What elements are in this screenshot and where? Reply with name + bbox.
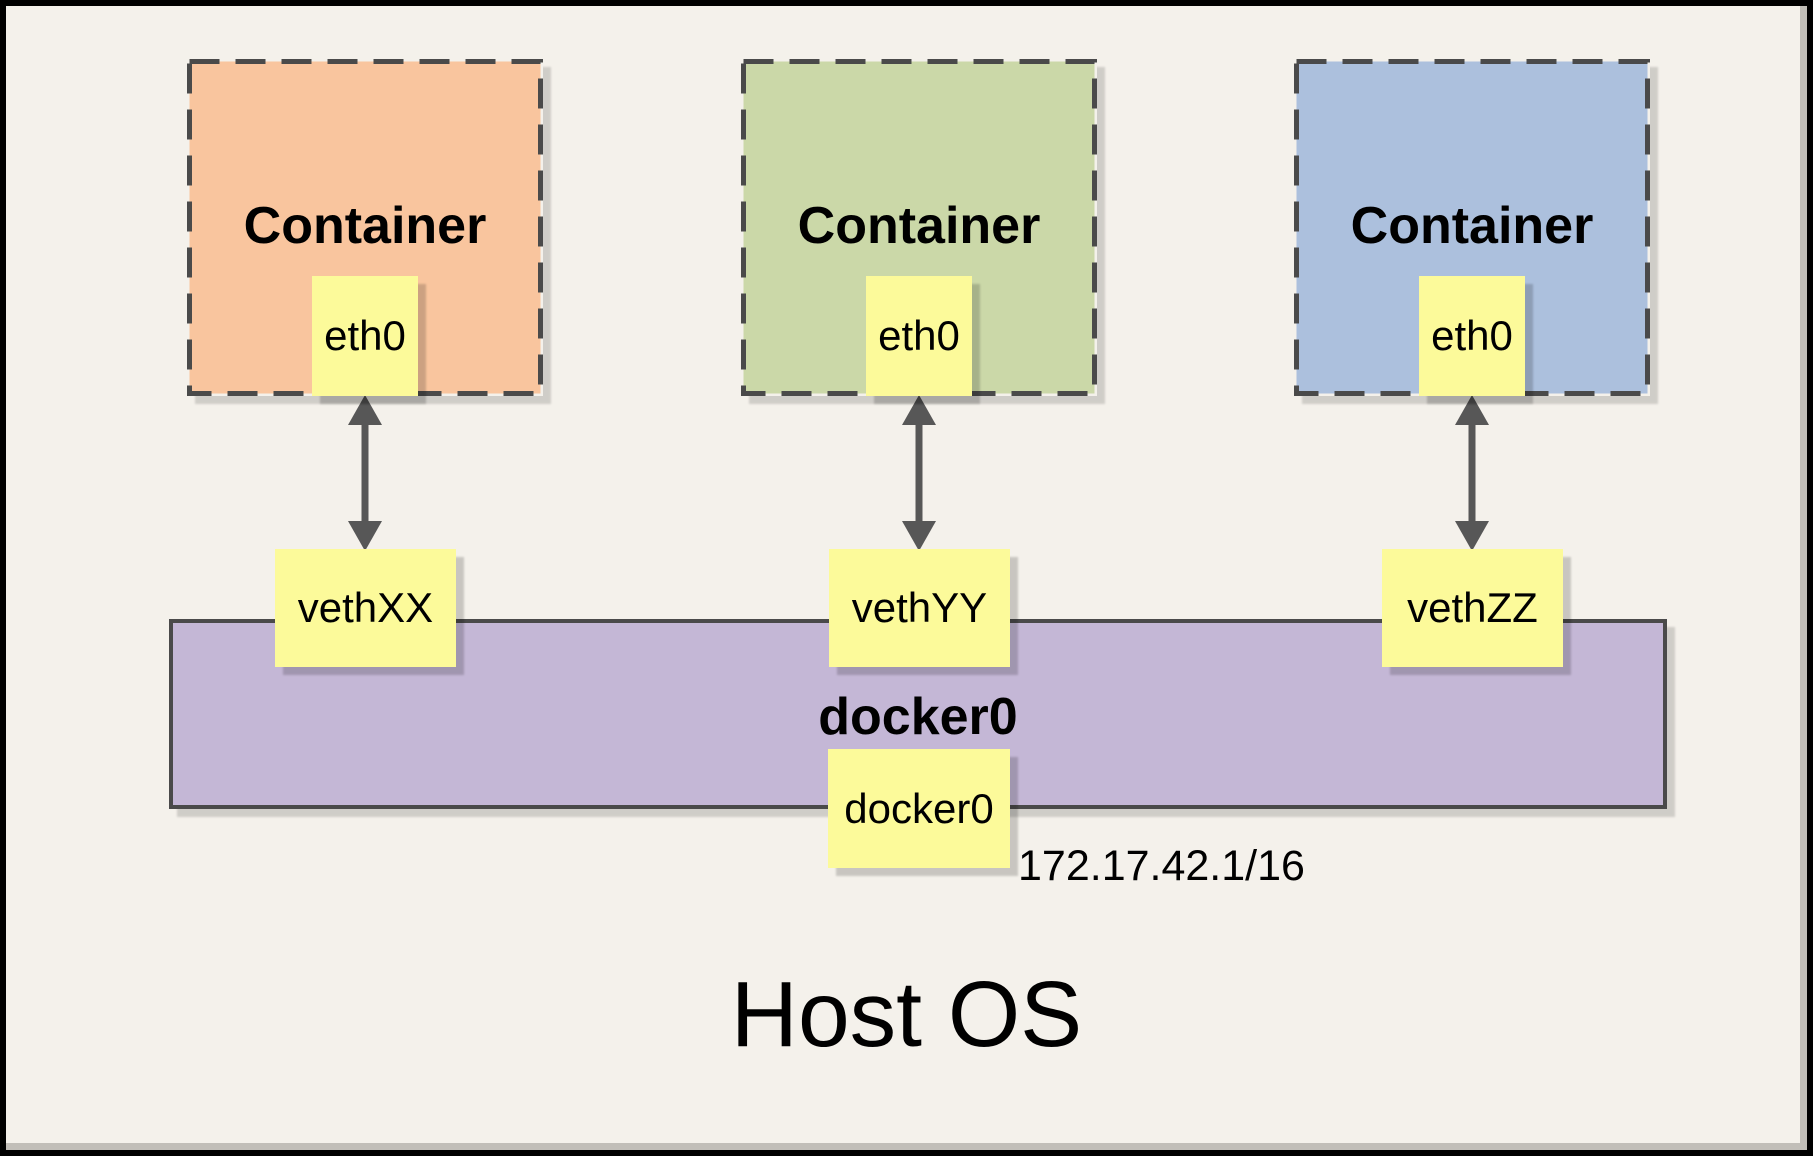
double-arrow-icon-3 [1455, 395, 1489, 551]
bridge-ip-address: 172.17.42.1/16 [1018, 842, 1305, 890]
veth-label-2: vethYY [851, 584, 988, 631]
eth0-label-3: eth0 [1431, 312, 1513, 359]
eth0-box-2: eth0 [866, 276, 972, 396]
eth0-label-2: eth0 [878, 312, 960, 359]
double-arrow-icon-2 [902, 395, 936, 551]
veth-box-1: vethXX [275, 549, 456, 667]
container-label-2: Container [797, 197, 1041, 255]
eth0-box-3: eth0 [1419, 276, 1525, 396]
eth0-label-1: eth0 [324, 312, 406, 359]
host-os-label: Host OS [730, 962, 1083, 1066]
veth-label-1: vethXX [297, 584, 434, 631]
container-label-3: Container [1350, 197, 1594, 255]
container-box-3: Container eth0 [1294, 59, 1650, 396]
container-box-2: Container eth0 [741, 59, 1097, 396]
veth-box-3: vethZZ [1382, 549, 1563, 667]
veth-label-3: vethZZ [1407, 584, 1538, 631]
eth0-box-1: eth0 [312, 276, 418, 396]
container-box-1: Container eth0 [187, 59, 543, 396]
docker0-interface-label: docker0 [844, 784, 994, 832]
double-arrow-icon-1 [348, 395, 382, 551]
docker0-bridge-label: docker0 [818, 688, 1018, 746]
veth-box-2: vethYY [829, 549, 1010, 667]
docker0-interface-box: docker0 [828, 749, 1010, 868]
container-label-1: Container [243, 197, 487, 255]
